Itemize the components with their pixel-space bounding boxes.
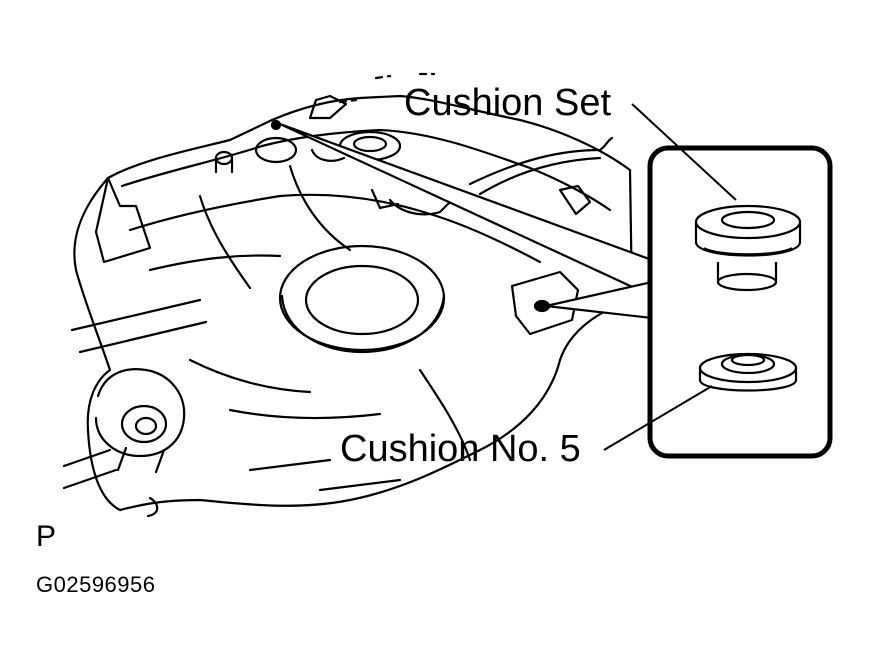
tank-ridge bbox=[120, 128, 612, 212]
tank-outline bbox=[73, 94, 634, 512]
tank-flange bbox=[94, 176, 152, 264]
label-cushion-set: Cushion Set bbox=[404, 82, 612, 124]
view-code: P bbox=[36, 520, 57, 553]
tank-strap bbox=[418, 368, 472, 462]
tank-strap bbox=[248, 458, 402, 492]
lower-bracket bbox=[146, 496, 159, 518]
top-fitting bbox=[214, 156, 234, 174]
hidden-edge bbox=[338, 72, 436, 104]
top-fitting bbox=[254, 136, 298, 164]
hose bbox=[558, 184, 592, 216]
hose bbox=[388, 198, 454, 216]
lower-bracket bbox=[94, 368, 186, 458]
tank-ridge bbox=[288, 164, 352, 252]
tank-ridge bbox=[148, 254, 282, 272]
pump-opening-rim bbox=[280, 294, 446, 354]
tank-ridge bbox=[198, 194, 252, 290]
tank-ridge bbox=[128, 193, 542, 264]
zoom-wedge bbox=[544, 280, 654, 320]
leader-line-cushion-no5 bbox=[603, 385, 713, 451]
right-bracket bbox=[510, 270, 580, 336]
figure-id: G02596956 bbox=[36, 572, 156, 597]
inset-box bbox=[647, 145, 833, 459]
hose bbox=[478, 156, 602, 196]
lower-bracket bbox=[62, 446, 166, 490]
cushion-set-point bbox=[270, 119, 282, 131]
mount-bolt bbox=[134, 416, 158, 436]
top-fitting bbox=[310, 148, 346, 162]
mount-bolt bbox=[120, 404, 168, 444]
hose bbox=[468, 136, 614, 186]
tank-strap bbox=[70, 298, 208, 354]
tank-strap bbox=[188, 358, 312, 394]
cushion-set-part bbox=[694, 204, 802, 292]
tank-strap bbox=[228, 408, 382, 420]
label-cushion-no5: Cushion No. 5 bbox=[340, 428, 581, 470]
hose bbox=[370, 188, 400, 210]
leader-line-cushion-set bbox=[631, 103, 737, 201]
top-fitting bbox=[352, 135, 388, 153]
pump-opening-ring bbox=[304, 264, 420, 336]
cushion-no5-part bbox=[698, 352, 798, 392]
